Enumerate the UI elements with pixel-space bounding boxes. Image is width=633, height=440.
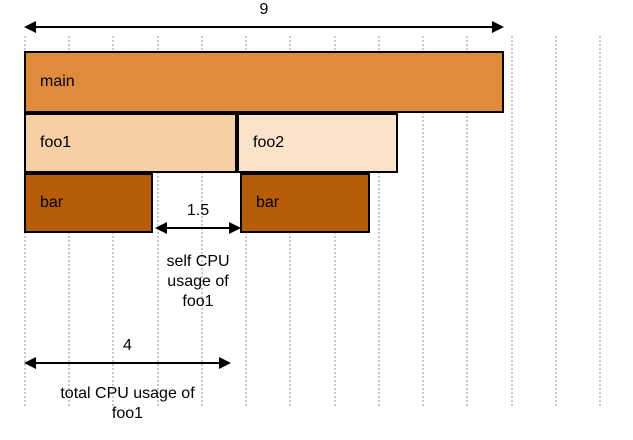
arrow-head-right-icon bbox=[492, 21, 504, 33]
annotation-total-cpu-value: 4 bbox=[123, 337, 132, 354]
arrow-shaft bbox=[33, 26, 495, 28]
annotation-self-cpu-value: 1.5 bbox=[186, 202, 210, 219]
frame-foo2[interactable]: foo2 bbox=[237, 113, 398, 173]
arrow-shaft bbox=[164, 227, 232, 229]
gridline bbox=[157, 36, 159, 406]
arrow-head-left-icon bbox=[24, 357, 36, 369]
annotation-total-cpu-arrow bbox=[24, 357, 231, 369]
annotation-total-cpu-caption-line2: foo1 bbox=[111, 405, 144, 422]
arrow-head-right-icon bbox=[229, 222, 241, 234]
frame-bar-left-label: bar bbox=[40, 194, 64, 211]
annotation-total-main-arrow bbox=[24, 21, 504, 33]
gridline bbox=[466, 36, 468, 406]
frame-bar-right-label: bar bbox=[256, 194, 280, 211]
frame-bar-left[interactable]: bar bbox=[24, 173, 153, 233]
gridline bbox=[511, 36, 513, 406]
annotation-self-cpu-caption-line1: self CPU bbox=[166, 253, 230, 270]
frame-main[interactable]: main bbox=[24, 51, 504, 113]
arrow-head-right-icon bbox=[219, 357, 231, 369]
frame-foo2-label: foo2 bbox=[253, 134, 285, 151]
frame-foo1-label: foo1 bbox=[40, 134, 72, 151]
arrow-head-left-icon bbox=[24, 21, 36, 33]
annotation-self-cpu-arrow bbox=[155, 222, 241, 234]
annotation-total-main-value: 9 bbox=[259, 1, 269, 18]
annotation-total-cpu-caption-line1: total CPU usage of bbox=[60, 385, 195, 402]
annotation-self-cpu-caption: self CPU usage of foo1 bbox=[138, 252, 258, 312]
gridline bbox=[201, 36, 203, 406]
annotation-self-cpu-caption-line2: usage of bbox=[167, 273, 229, 290]
gridline bbox=[422, 36, 424, 406]
gridline bbox=[599, 36, 601, 406]
frame-foo1[interactable]: foo1 bbox=[24, 113, 237, 173]
annotation-total-cpu-caption: total CPU usage of foo1 bbox=[20, 384, 235, 424]
gridline bbox=[378, 36, 380, 406]
arrow-head-left-icon bbox=[155, 222, 167, 234]
gridline bbox=[555, 36, 557, 406]
arrow-shaft bbox=[33, 362, 222, 364]
annotation-self-cpu-caption-line3: foo1 bbox=[182, 293, 214, 310]
frame-main-label: main bbox=[40, 73, 75, 90]
frame-bar-right[interactable]: bar bbox=[240, 173, 370, 233]
